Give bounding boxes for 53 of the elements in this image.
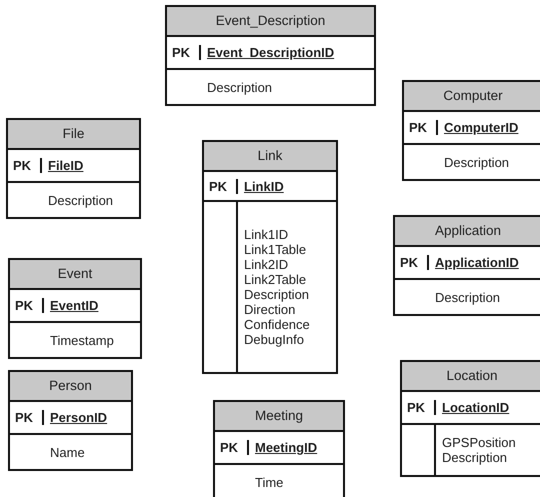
table-header: Person <box>10 372 131 402</box>
key-label: PK <box>172 45 190 60</box>
table-header: Application <box>395 217 540 247</box>
table-header: Computer <box>404 82 540 112</box>
attribute-name: Confidence <box>244 317 310 332</box>
entity-table <box>393 215 540 316</box>
primary-key-field: MeetingID <box>255 440 318 455</box>
key-label: PK <box>15 410 34 425</box>
primary-key-field: PersonID <box>50 410 108 425</box>
attribute-name: Name <box>50 444 85 460</box>
table-header: Link <box>204 142 336 172</box>
attribute-name: Description <box>48 192 114 208</box>
attribute-name: Description <box>444 154 510 170</box>
entity-table <box>213 400 345 497</box>
primary-key-field: EventID <box>50 298 98 313</box>
attribute-name: Link2Table <box>244 272 306 287</box>
attribute-name: Description <box>207 80 272 94</box>
key-label: PK <box>220 440 238 455</box>
primary-key-field: ComputerID <box>444 120 518 135</box>
key-label: PK <box>15 298 34 313</box>
primary-key-field: LocationID <box>442 400 510 415</box>
attribute-name: GPSPosition <box>442 435 516 450</box>
entity-table <box>8 258 142 359</box>
table-header: Event_Description <box>167 7 374 37</box>
key-label: PK <box>400 255 418 270</box>
attribute-name: Link1Table <box>244 242 306 257</box>
table-header: File <box>8 120 139 150</box>
entity-table <box>165 5 376 106</box>
primary-key-field: LinkID <box>244 178 284 194</box>
attribute-name: Link1ID <box>244 227 288 242</box>
attribute-name: Timestamp <box>50 332 114 348</box>
table-header: Event <box>10 260 140 290</box>
key-label: PK <box>209 178 228 194</box>
entity-table <box>402 80 540 181</box>
entity-table <box>202 140 338 374</box>
primary-key-field: ApplicationID <box>435 255 519 270</box>
table-header: Meeting <box>215 402 343 432</box>
key-label: PK <box>13 158 32 173</box>
key-label: PK <box>407 400 426 415</box>
key-label: PK <box>409 120 428 135</box>
attribute-name: Direction <box>244 302 296 317</box>
entity-table <box>8 370 133 471</box>
primary-key-field: FileID <box>48 158 84 173</box>
attribute-name: Description <box>442 450 508 465</box>
table-header: Location <box>402 362 540 392</box>
entity-table <box>6 118 141 219</box>
attribute-name: Description <box>244 287 310 302</box>
attribute-name: Time <box>255 474 284 490</box>
primary-key-field: Event_DescriptionID <box>207 45 334 60</box>
entity-table <box>400 360 540 477</box>
attribute-name: DebugInfo <box>244 332 304 347</box>
attribute-name: Description <box>435 290 500 304</box>
attribute-name: Link2ID <box>244 257 288 272</box>
